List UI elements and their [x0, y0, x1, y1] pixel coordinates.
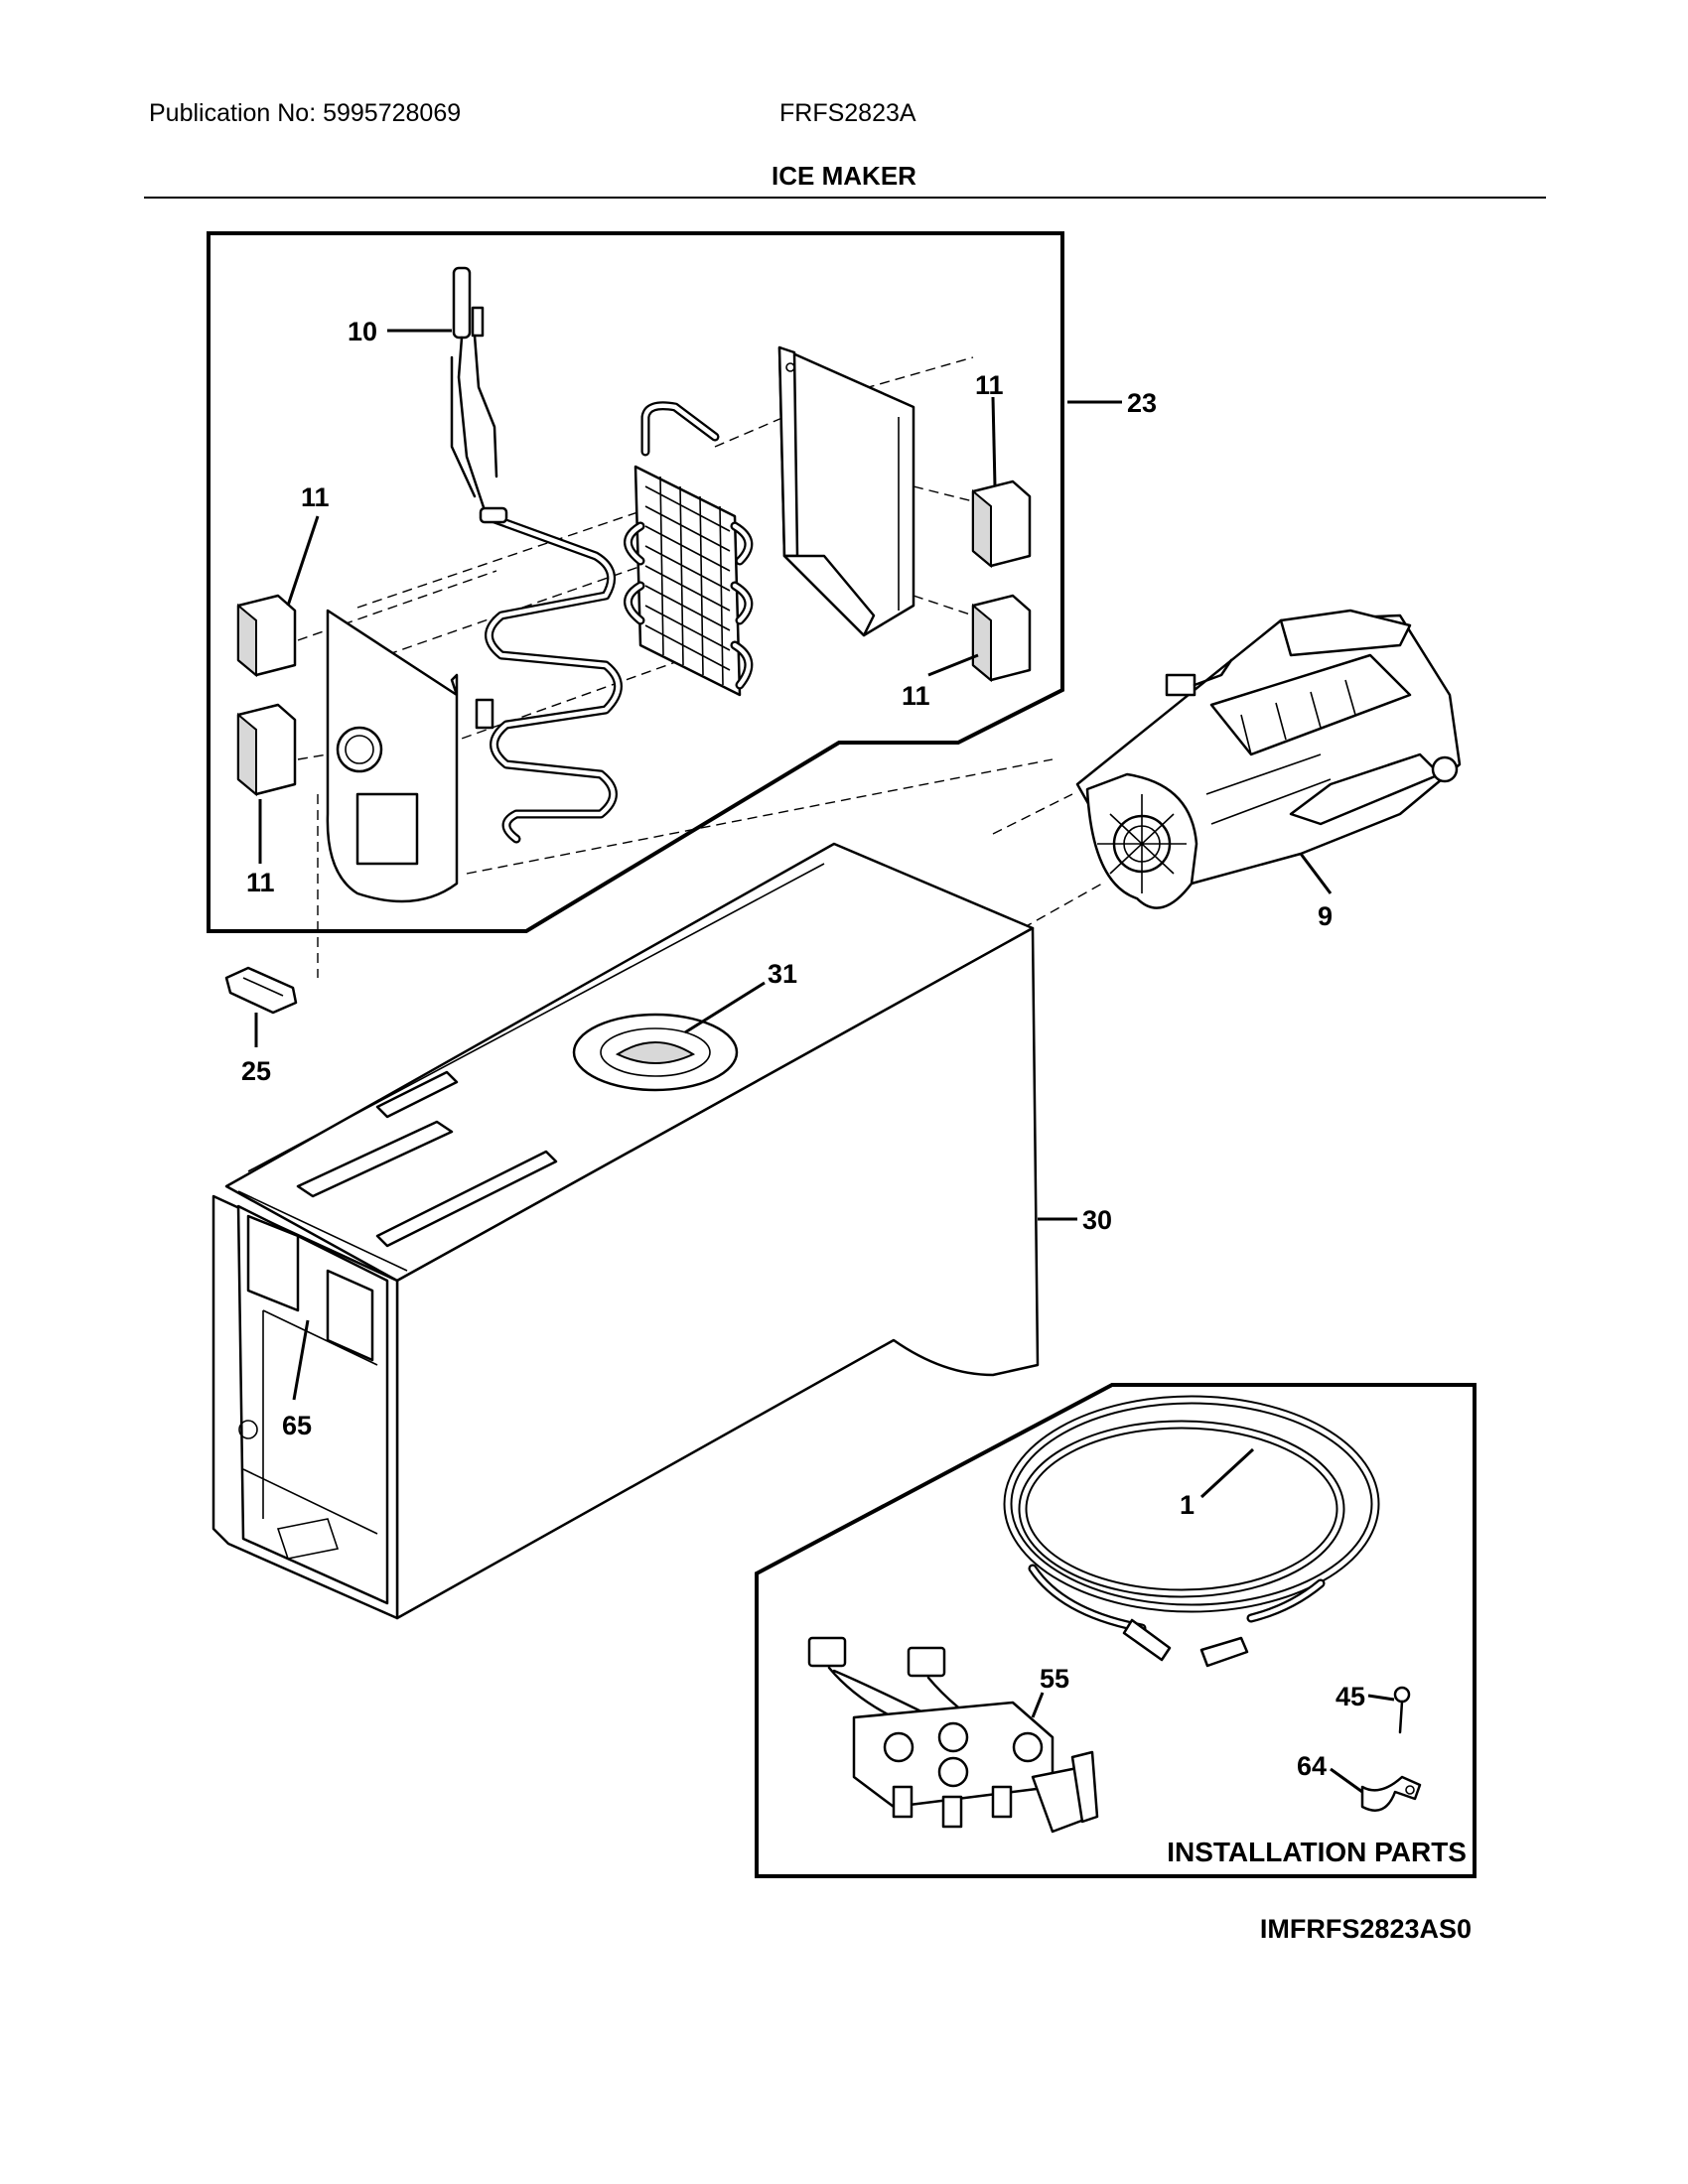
callout-11-right-top: 11 — [975, 370, 1004, 400]
evaporator-leaders — [258, 329, 1122, 864]
ice-maker-module — [1075, 609, 1462, 909]
callout-31: 31 — [768, 959, 797, 989]
callout-23: 23 — [1127, 388, 1157, 418]
callout-1: 1 — [1180, 1490, 1195, 1520]
screw-part — [1393, 1686, 1411, 1734]
callout-45: 45 — [1336, 1682, 1365, 1711]
page-title: ICE MAKER — [772, 161, 916, 191]
callout-64: 64 — [1297, 1751, 1327, 1781]
ice-bucket-housing — [211, 842, 1040, 1620]
evaporator-coil — [475, 506, 623, 844]
defrost-thermistor — [450, 266, 498, 518]
callout-10: 10 — [348, 317, 377, 346]
callout-11-right-bottom: 11 — [902, 681, 930, 711]
callout-11-left-bottom: 11 — [246, 868, 275, 897]
clip-part — [224, 966, 298, 1015]
callout-25: 25 — [241, 1056, 271, 1086]
installation-parts-label: INSTALLATION PARTS — [1167, 1837, 1467, 1867]
tubing-leader — [1199, 1447, 1255, 1499]
header-rule — [144, 197, 1546, 199]
callout-55: 55 — [1040, 1664, 1069, 1694]
auger-leader — [684, 981, 766, 1034]
installation-parts-frame — [755, 1383, 1477, 1878]
callout-65: 65 — [282, 1411, 312, 1440]
callout-30: 30 — [1082, 1205, 1112, 1235]
callout-11-left-top: 11 — [301, 482, 330, 512]
insulation-pads — [236, 479, 1032, 797]
publication-number: Publication No: 5995728069 — [149, 99, 462, 127]
finned-evaporator — [624, 401, 754, 697]
ice-maker-leader — [1299, 853, 1333, 894]
callout-9: 9 — [1318, 901, 1333, 931]
evaporator-assembly-frame — [207, 231, 1064, 933]
clamp-part — [1360, 1775, 1422, 1812]
model-number: FRFS2823A — [779, 99, 916, 127]
bin-pads-leader — [292, 1319, 310, 1401]
water-inlet-valve — [807, 1636, 1099, 1834]
clamp-leader — [1330, 1767, 1363, 1794]
valve-leader — [1031, 1692, 1045, 1718]
water-tubing-coil — [1003, 1395, 1380, 1668]
evaporator-cover-plate — [326, 609, 459, 903]
screw-leader — [1367, 1694, 1395, 1702]
evaporator-rear-housing — [777, 345, 915, 637]
drawing-id: IMFRFS2823AS0 — [1260, 1914, 1472, 1944]
exploded-guide-lines — [297, 356, 1103, 978]
